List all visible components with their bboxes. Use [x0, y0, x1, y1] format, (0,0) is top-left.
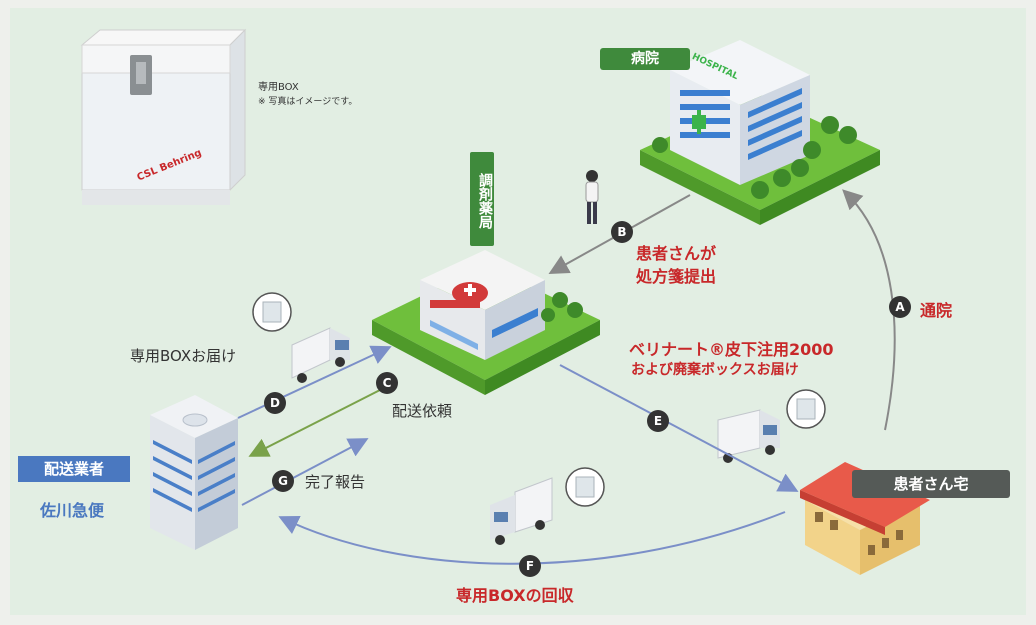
step-e-line1: ベリナート®皮下注用2000 [629, 340, 834, 359]
arrow-f [278, 511, 786, 565]
pharmacy-illustration [372, 250, 600, 395]
step-d-text: 専用BOXお届け [130, 347, 237, 365]
box-caption-line1: 専用BOX [258, 82, 299, 93]
patient-home-label: 患者さん宅 [852, 470, 1010, 498]
box-caption-line2: ※ 写真はイメージです。 [258, 97, 358, 107]
step-g-text: 完了報告 [305, 473, 366, 491]
badge-d: D [264, 392, 286, 414]
pharmacy-label: 調剤薬局 [470, 152, 494, 246]
badge-e: E [647, 410, 669, 432]
carrier-building-illustration [150, 395, 238, 550]
badge-c: C [376, 372, 398, 394]
arrow-d [237, 345, 392, 419]
carrier-label: 配送業者 [18, 456, 130, 482]
badge-b: B [611, 221, 633, 243]
truck-f-icon [490, 477, 553, 545]
badge-f: F [519, 555, 541, 577]
arrow-e [559, 364, 799, 492]
arrow-a [842, 189, 896, 431]
step-b-line1: 患者さんが [636, 244, 717, 263]
badge-g: G [272, 470, 294, 492]
badge-a: A [889, 296, 911, 318]
patient-person-icon [585, 170, 599, 224]
arrow-c [248, 389, 381, 457]
truck-e-icon [717, 409, 780, 463]
hospital-label: 病院 [600, 48, 690, 70]
truck-d-icon [291, 327, 350, 383]
step-b-line2: 処方箋提出 [636, 267, 717, 286]
step-c-text: 配送依頼 [392, 402, 453, 420]
box-bubble-d [252, 292, 292, 332]
carrier-name: 佐川急便 [40, 501, 105, 520]
step-e-line2: および廃棄ボックスお届け [631, 362, 799, 378]
arrow-g [241, 438, 369, 506]
step-a-text: 通院 [920, 301, 953, 320]
box-bubble-f [565, 467, 605, 507]
step-f-text: 専用BOXの回収 [456, 586, 574, 605]
box-bubble-e [786, 389, 826, 429]
hospital-illustration [640, 40, 880, 225]
box-photo-image [80, 28, 247, 205]
